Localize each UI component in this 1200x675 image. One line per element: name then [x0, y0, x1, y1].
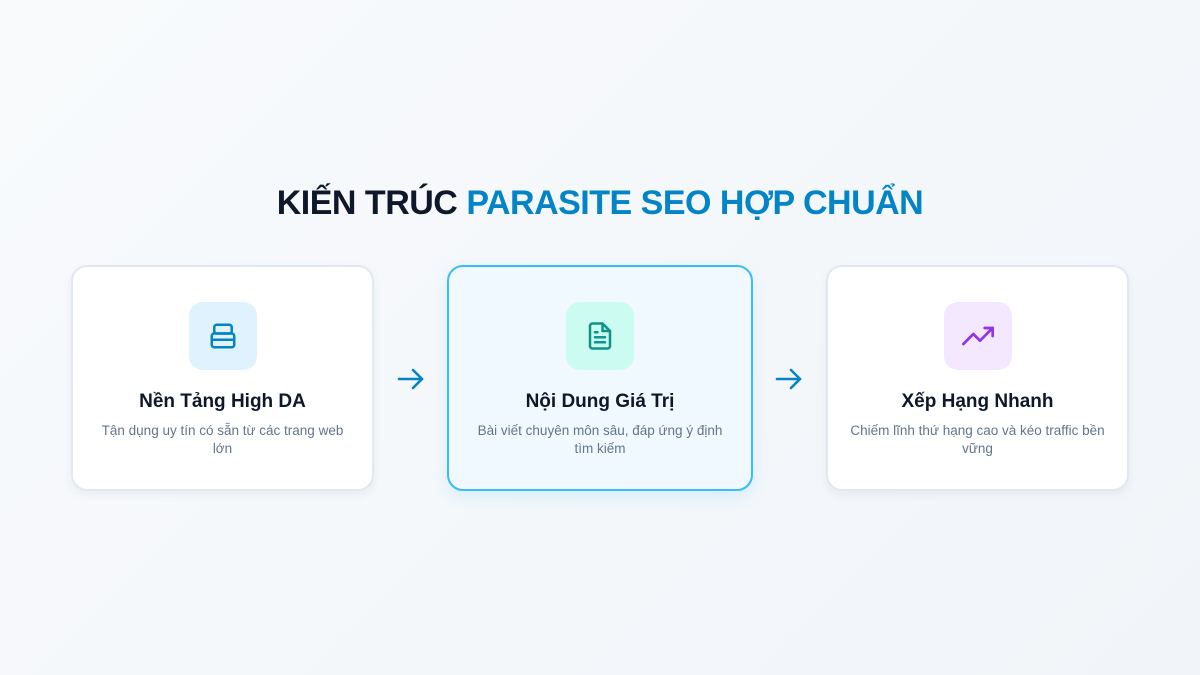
- step-card-ranking: Xếp Hạng Nhanh Chiếm lĩnh thứ hạng cao v…: [826, 265, 1129, 491]
- step-description: Tận dụng uy tín có sẵn từ các trang web …: [101, 423, 344, 456]
- document-icon-tile: [566, 302, 634, 370]
- step-description: Bài viết chuyên môn sâu, đáp ứng ý định …: [477, 423, 723, 456]
- step-title: Xếp Hạng Nhanh: [901, 391, 1054, 412]
- step-description: Chiếm lĩnh thứ hạng cao và kéo traffic b…: [850, 423, 1105, 456]
- trending-up-icon: [961, 326, 994, 346]
- trending-up-icon-tile: [943, 302, 1012, 370]
- arrow-right-icon: [397, 368, 424, 390]
- step-title: Nội Dung Giá Trị: [525, 391, 675, 412]
- step-title: Nền Tảng High DA: [139, 391, 306, 412]
- arrow-right-icon: [775, 368, 802, 390]
- step-card-content: Nội Dung Giá Trị Bài viết chuyên môn sâu…: [447, 265, 753, 491]
- page-title: KIẾN TRÚC PARASITE SEO HỢP CHUẨN: [0, 178, 1200, 228]
- title-accent-part: PARASITE SEO HỢP CHUẨN: [466, 184, 924, 222]
- title-dark-part: KIẾN TRÚC: [276, 184, 458, 222]
- step-card-high-da: Nền Tảng High DA Tận dụng uy tín có sẵn …: [71, 265, 374, 491]
- database-icon: [210, 323, 235, 349]
- document-icon: [588, 322, 612, 350]
- database-icon-tile: [188, 302, 257, 370]
